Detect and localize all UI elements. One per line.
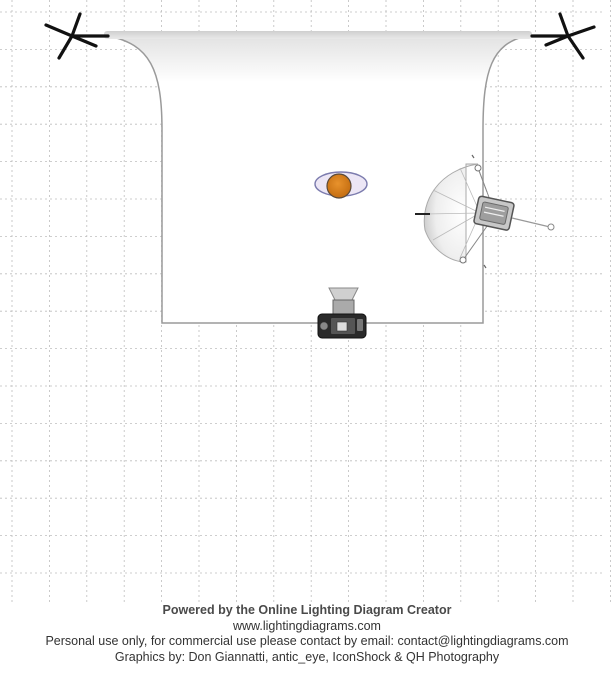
- footer-powered-by: Powered by the Online Lighting Diagram C…: [162, 603, 452, 617]
- footer-license-note: Personal use only, for commercial use pl…: [45, 634, 569, 648]
- footer-credits: Graphics by: Don Giannatti, antic_eye, I…: [114, 649, 500, 664]
- footer-website-link[interactable]: www.lightingdiagrams.com: [233, 618, 381, 633]
- backdrop-stand-right[interactable]: [530, 12, 596, 60]
- lighting-diagram-canvas: [0, 0, 611, 604]
- footer: Powered by the Online Lighting Diagram C…: [0, 603, 614, 665]
- subject[interactable]: [314, 171, 368, 199]
- white-paper-backdrop[interactable]: [104, 31, 532, 324]
- backdrop-stand-left[interactable]: [44, 12, 110, 60]
- camera[interactable]: [317, 287, 367, 339]
- umbrella-light[interactable]: [415, 154, 555, 269]
